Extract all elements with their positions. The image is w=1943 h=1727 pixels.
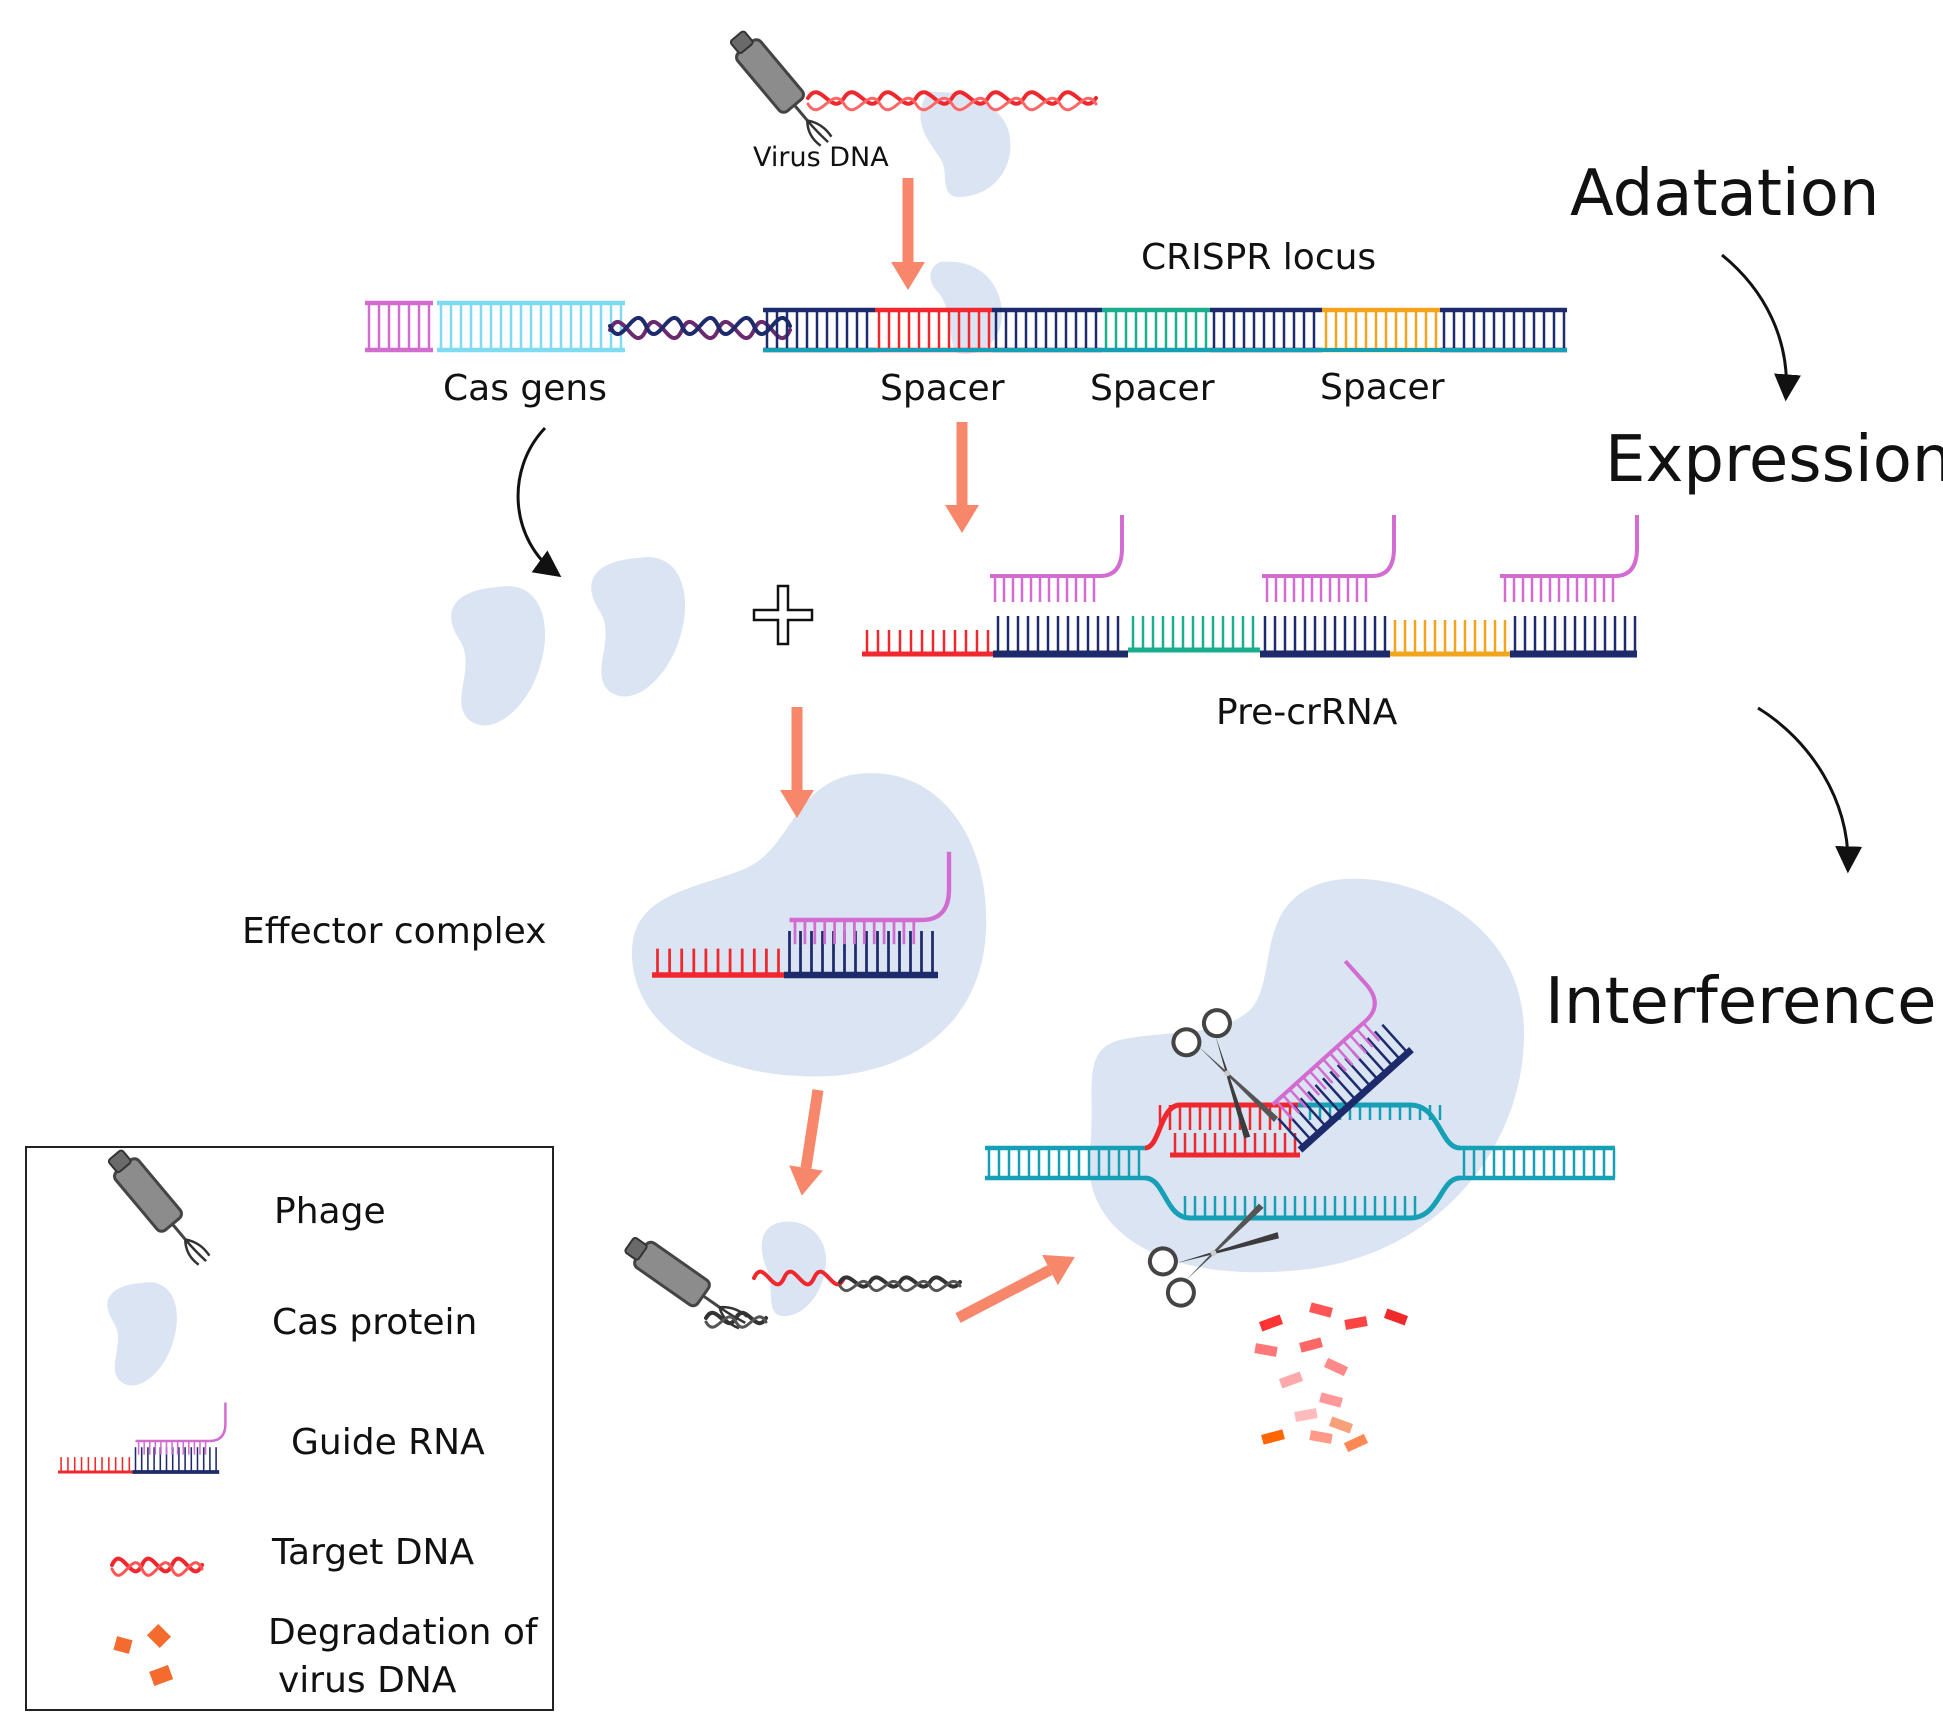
phase-adaptation-label: Adatation (1570, 157, 1880, 231)
effector-complex-label: Effector complex (242, 911, 547, 952)
arrow-infection-to-interference (955, 1254, 1075, 1323)
arrow-cas-genes-to-protein (516, 426, 562, 578)
legend-box (25, 1146, 554, 1711)
legend-target-dna-icon (110, 1556, 204, 1577)
spacer-label-1: Spacer (880, 368, 1005, 409)
crispr-locus-strand (365, 300, 1567, 353)
phase-expression-label: Expression (1605, 423, 1943, 497)
legend-phage-label: Phage (274, 1191, 386, 1232)
spacer-label-2: Spacer (1090, 368, 1215, 409)
cas-genes-label: Cas gens (443, 368, 607, 409)
arrow-expression-to-interference (1757, 706, 1863, 874)
arrow-spacer-to-precrrna (945, 422, 979, 533)
plus-sign (752, 584, 814, 646)
crispr-locus-label: CRISPR locus (1141, 237, 1377, 278)
infection-dna-strand (704, 1269, 962, 1329)
legend-degradation-label-2: virus DNA (278, 1660, 457, 1701)
cas-protein-free-1 (451, 586, 546, 726)
degraded-dna-fragments (1254, 1302, 1409, 1453)
arrow-virus-to-locus (891, 178, 925, 290)
cas-protein-locus (930, 261, 1002, 354)
scissors-top-icon (1171, 1008, 1278, 1139)
virus-dna-strand (806, 90, 1098, 112)
virus-dna-label: Virus DNA (753, 142, 889, 173)
effector-complex-protein (631, 773, 987, 1077)
arrow-effector-to-infection (789, 1089, 824, 1196)
arrow-adaptation-to-expression (1721, 253, 1801, 402)
interference-target-dna (985, 1102, 1616, 1221)
legend-guide-rna-label: Guide RNA (291, 1422, 485, 1463)
phase-interference-label: Interference (1545, 965, 1937, 1039)
legend-phage-icon (107, 1149, 211, 1266)
legend-cas-protein-label: Cas protein (272, 1302, 478, 1343)
phage-top-icon (729, 30, 833, 147)
legend-cas-protein-icon (107, 1282, 177, 1386)
arrow-to-effector-complex (780, 707, 814, 818)
interference-guide-rna (1271, 959, 1414, 1153)
pre-crrna-strand (862, 515, 1639, 658)
cas-protein-top (920, 91, 1011, 197)
legend-degradation-label-1: Degradation of (268, 1612, 538, 1653)
legend-target-dna-label: Target DNA (272, 1532, 475, 1573)
legend-degradation-icon (113, 1623, 174, 1686)
effector-guide-rna (652, 851, 952, 979)
spacer-label-3: Spacer (1320, 367, 1445, 408)
phage-infection-icon (624, 1236, 748, 1330)
scissors-bottom-icon (1147, 1203, 1279, 1308)
cas-protein-free-2 (591, 557, 686, 697)
pre-crrna-label: Pre-crRNA (1216, 692, 1398, 733)
cas-protein-infection (761, 1221, 826, 1317)
legend-guide-rna-icon (58, 1402, 227, 1474)
